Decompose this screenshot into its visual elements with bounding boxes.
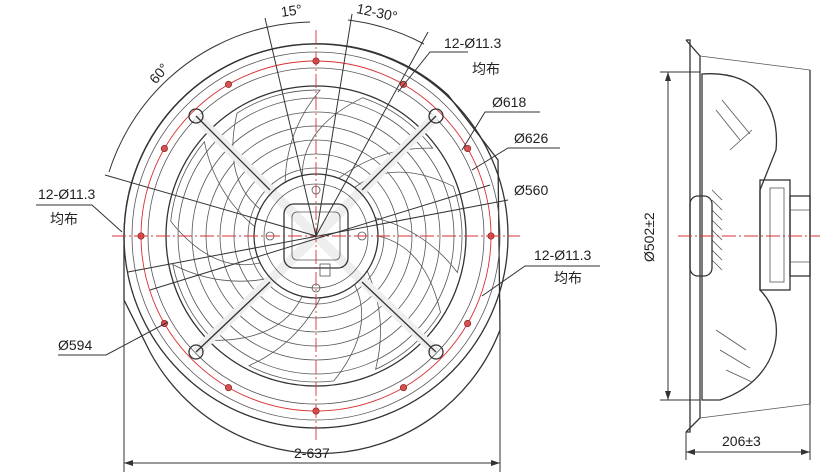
mounting-hole: [225, 384, 233, 392]
depth-206-label: 206±3: [722, 433, 761, 449]
dia-502-label: Ø502±2: [641, 212, 657, 262]
holes-left-note-label: 均布: [50, 211, 78, 227]
width-637-label: 2-637: [294, 445, 330, 461]
fan-blade: [248, 284, 363, 383]
angle-15-label: 15°: [280, 1, 303, 20]
holes-left-spec-label: 12-Ø11.3: [38, 186, 96, 202]
side-view: Ø502±2 206±3: [641, 39, 820, 460]
fan-blade: [366, 235, 441, 371]
dia-626-label: Ø626: [514, 130, 548, 146]
mounting-hole: [160, 145, 168, 153]
dia-560-label: Ø560: [514, 182, 548, 198]
fan-blade: [354, 171, 463, 274]
mounting-hole: [399, 384, 407, 392]
dia-594-label: Ø594: [58, 337, 92, 353]
holes-top-spec-label: 12-Ø11.3: [444, 35, 502, 51]
holes-top-note-label: 均布: [472, 61, 500, 77]
fan-blade: [172, 263, 303, 341]
support-arms: [188, 108, 444, 360]
fan-blade: [301, 97, 434, 179]
mounting-hole: [464, 145, 472, 153]
flange-plate-outline: [123, 43, 501, 455]
holes-right-spec-label: 12-Ø11.3: [534, 247, 592, 263]
fan-blade: [170, 140, 261, 266]
angle-12-30-label: 12-30°: [355, 0, 399, 24]
fan-blades: [170, 89, 463, 383]
angle-60-label: 60°: [146, 60, 172, 87]
front-view: 15° 12-30° 60° 12-Ø11.3 均布 Ø618 Ø626 Ø56…: [36, 0, 600, 472]
mounting-hole: [464, 319, 472, 327]
holes-right-note-label: 均布: [554, 270, 582, 286]
fan-blade: [232, 89, 321, 210]
dia-618-label: Ø618: [492, 94, 526, 110]
mounting-hole: [225, 80, 233, 88]
